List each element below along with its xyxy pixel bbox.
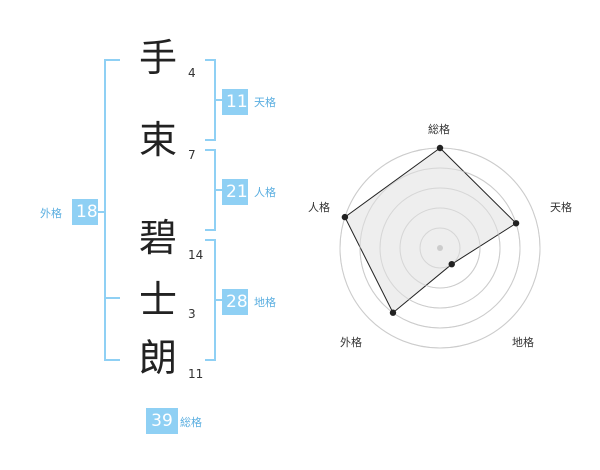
stroke-count-1: 4 [188,66,196,80]
soukaku-value: 39 [146,408,178,434]
radar-ring-overlay [399,207,481,289]
chikaku-label: 地格 [254,296,276,309]
stroke-count-5: 11 [188,367,204,381]
tenkaku-value: 11 [222,89,248,115]
radar-label-chikaku: 地格 [512,336,534,349]
name-char-1: 手 [138,36,177,80]
radar-center-dot [437,245,443,251]
name-char-2: 束 [138,118,177,162]
name-char-4: 士 [138,278,177,322]
tenkaku-label: 天格 [254,96,276,109]
radar-label-gaikaku: 外格 [340,336,362,349]
gaikaku-label: 外格 [40,207,62,220]
radar-ring-overlay [379,187,501,309]
soukaku-label: 総格 [180,416,202,429]
radar-ring-overlay [419,227,461,269]
name-char-3: 碧 [138,216,177,260]
radar-point-1 [512,220,520,227]
stroke-count-4: 3 [188,307,196,321]
radar-label-jinkaku: 人格 [308,201,330,214]
stroke-count-2: 7 [188,148,196,162]
radar-label-tenkaku: 天格 [550,201,572,214]
radar-ring-overlay [359,167,521,329]
name-char-5: 朗 [138,336,177,380]
radar-point-2 [448,260,455,268]
gaikaku-bracket [104,59,120,361]
chikaku-value: 28 [222,289,248,315]
radar-point-0 [436,144,444,152]
jinkaku-label: 人格 [254,186,276,199]
radar-point-4 [341,213,349,221]
jinkaku-value: 21 [222,179,248,205]
stroke-count-3: 14 [188,248,204,262]
gaikaku-value: 18 [72,199,98,225]
radar-label-soukaku: 総格 [428,123,450,136]
radar-point-3 [389,309,397,316]
